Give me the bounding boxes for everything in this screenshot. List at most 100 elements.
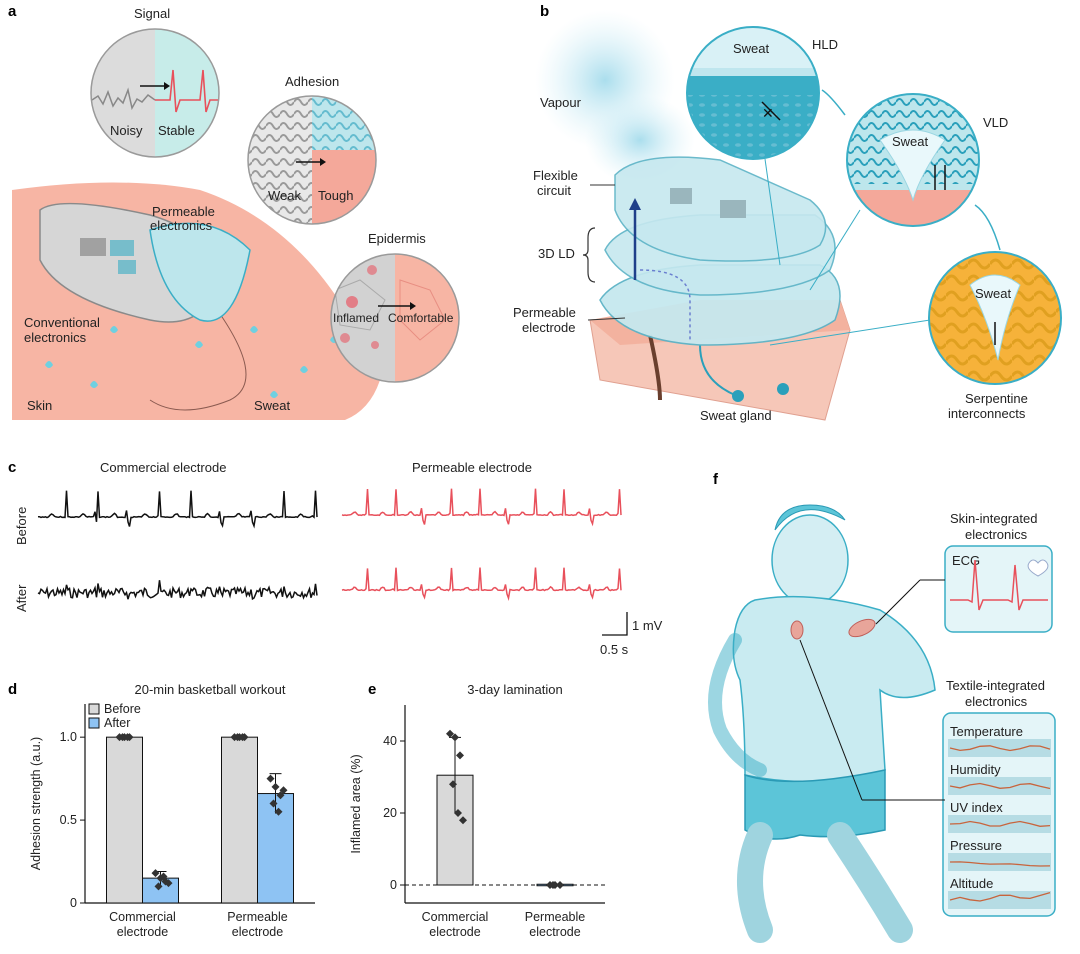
flow-arrow-head	[629, 198, 641, 210]
permeable-device	[149, 222, 251, 322]
connector-vld-hld	[821, 89, 846, 116]
serp-sweat: Sweat	[975, 286, 1012, 301]
epidermis-title: Epidermis	[368, 231, 426, 246]
label-perm-elec-l2: electrode	[522, 320, 575, 335]
data-point	[454, 809, 462, 817]
data-point	[159, 872, 168, 881]
sensor-band	[948, 815, 1051, 833]
circuit-chip-2	[720, 200, 746, 218]
runner-arm	[708, 633, 767, 777]
runner-head	[771, 514, 849, 606]
skin-patch-small	[790, 620, 804, 640]
sensor-trace	[949, 745, 1051, 752]
serpentine-circle-outline	[928, 251, 1062, 385]
y-tick-label: 0	[390, 878, 397, 892]
bar	[106, 736, 143, 904]
data-point	[123, 733, 132, 742]
ecg-trace-box	[950, 559, 1048, 611]
runner-hair	[774, 504, 846, 531]
hld-sweat: Sweat	[733, 41, 770, 56]
label-skin: Skin	[27, 398, 52, 413]
label-conventional-l2: electronics	[24, 330, 87, 345]
signal-circle-outline	[90, 28, 220, 158]
label-flexible-circuit: Flexible circuit	[533, 168, 581, 198]
leader-permeable-electrode	[587, 317, 626, 321]
panel-e-letter: e	[368, 681, 376, 698]
sweat-gland-2	[777, 383, 789, 395]
x-tick-label-2: electrode	[117, 925, 168, 939]
data-point	[456, 751, 464, 760]
panel-a-letter: a	[8, 3, 17, 20]
label-permeable-electrode-c: Permeable electrode	[412, 460, 532, 475]
data-point	[446, 729, 454, 738]
ecg-commercial-before	[37, 490, 318, 529]
data-point	[154, 882, 163, 891]
ecg-box	[944, 545, 1053, 633]
label-serp-l2: interconnects	[948, 406, 1026, 421]
leader-textile	[799, 639, 863, 801]
chart-title: 3-day lamination	[467, 682, 562, 697]
y-axis-label: Adhesion strength (a.u.)	[29, 737, 43, 870]
sensor-label: Pressure	[950, 838, 1002, 853]
label-skin-integrated: Skin-integrated electronics	[950, 511, 1041, 542]
data-point	[151, 869, 160, 878]
label-flexible-l2: circuit	[537, 183, 571, 198]
sweat-duct	[699, 344, 736, 396]
runner-illustration	[708, 504, 936, 943]
y-tick-label: 0	[70, 896, 77, 910]
data-point	[164, 879, 173, 888]
label-commercial-electrode: Commercial electrode	[100, 460, 226, 475]
panel-c-letter: c	[8, 459, 16, 476]
sensor-label: UV index	[950, 800, 1003, 815]
adhesion-tough: Tough	[318, 188, 353, 203]
x-tick-label: Permeable	[227, 910, 287, 924]
data-point	[549, 881, 557, 889]
hld-circle-outline	[686, 26, 820, 160]
epidermis-circle	[331, 254, 459, 382]
label-conventional-electronics: Conventional electronics	[24, 315, 104, 345]
data-point	[274, 807, 283, 816]
data-point	[556, 881, 564, 889]
x-tick-label: Permeable	[525, 910, 585, 924]
label-textile-integrated: Textile-integrated electronics	[946, 678, 1049, 709]
label-skin-int-l1: Skin-integrated	[950, 511, 1037, 526]
legend-swatch	[88, 717, 100, 729]
label-serp-l1: Serpentine	[965, 391, 1028, 406]
signal-arrow-head	[164, 82, 170, 90]
adhesion-circle-outline	[247, 95, 377, 225]
y-tick-label: 1.0	[60, 730, 77, 744]
epidermis-circle-outline	[330, 253, 460, 383]
epidermis-comfortable: Comfortable	[388, 311, 454, 325]
label-serpentine: Serpentine interconnects	[948, 391, 1032, 421]
data-point	[279, 786, 288, 795]
sensor-band	[948, 891, 1051, 909]
runner-leg-right	[827, 822, 913, 943]
x-tick-label-2: electrode	[529, 925, 580, 939]
vld-sweat: Sweat	[892, 134, 929, 149]
label-permeable-electrode: Permeable electrode	[513, 305, 580, 335]
skin-patch-chest	[848, 618, 876, 638]
scale-05s: 0.5 s	[600, 642, 629, 657]
data-point	[238, 733, 247, 742]
sweat-droplets	[45, 256, 338, 398]
scale-1mv: 1 mV	[632, 618, 663, 633]
connector-hld-layer	[764, 158, 781, 266]
panel-b: b Vapour Sweat gland Flexible circuit 3D…	[513, 3, 1062, 423]
data-point	[451, 733, 459, 742]
signal-stable: Stable	[158, 123, 195, 138]
label-conventional-l1: Conventional	[24, 315, 100, 330]
adhesion-title: Adhesion	[285, 74, 339, 89]
sensor-band	[948, 777, 1051, 795]
legend-label: After	[104, 716, 130, 730]
connector-vld-layer	[809, 209, 861, 291]
sensor-label: Temperature	[950, 724, 1023, 739]
x-tick-label-2: electrode	[232, 925, 283, 939]
label-vapour: Vapour	[540, 95, 582, 110]
adhesion-arrow-head	[320, 158, 326, 166]
panel-f: f Skin-integrated electronics ECG Textil…	[708, 471, 1056, 943]
label-permeable-l1: Permeable	[152, 204, 215, 219]
panel-c: c Commercial electrode Permeable electro…	[8, 459, 663, 657]
adhesion-weak: Weak	[268, 188, 301, 203]
